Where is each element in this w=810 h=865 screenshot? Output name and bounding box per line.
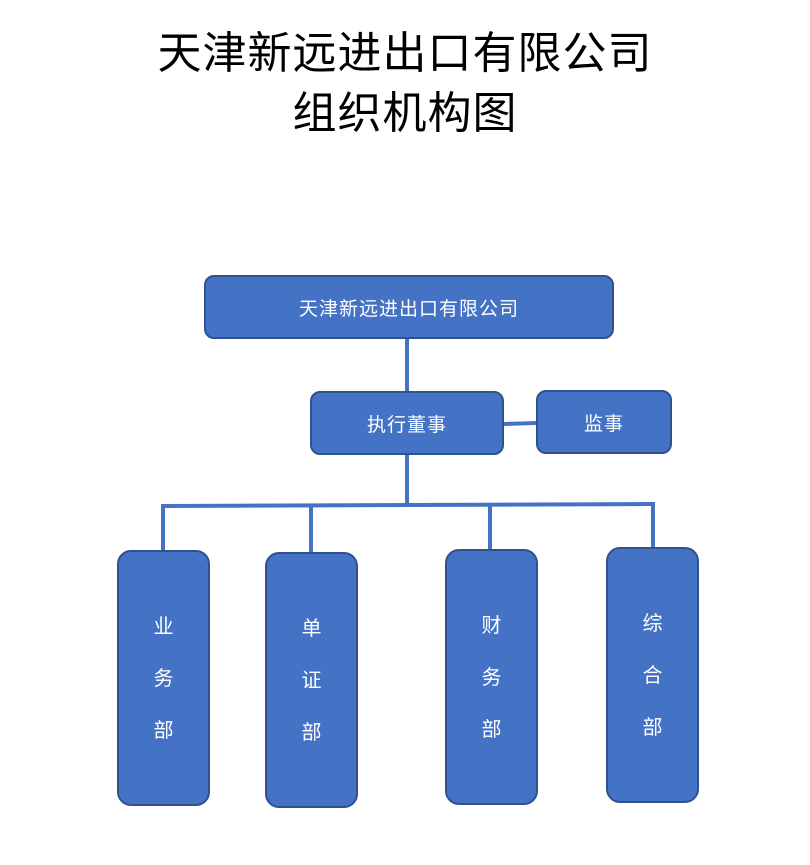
node-dept-documents-label: 单证部 (301, 616, 322, 744)
node-dept-general: 综合部 (606, 547, 699, 803)
node-dept-general-label: 综合部 (642, 611, 663, 739)
chart-title-line-1: 天津新远进出口有限公司 (157, 28, 653, 79)
connector-horizontal-bus (160, 501, 656, 509)
connector-director-supervisor (501, 420, 539, 427)
node-company-label: 天津新远进出口有限公司 (298, 297, 519, 320)
node-dept-finance-label: 财务部 (481, 613, 502, 741)
node-executive-director: 执行董事 (310, 391, 504, 455)
node-dept-business-label: 业务部 (153, 614, 174, 742)
node-executive-director-label: 执行董事 (366, 413, 447, 436)
chart-title-line-2: 组织机构图 (292, 88, 518, 139)
node-dept-business: 业务部 (117, 550, 210, 806)
node-dept-finance: 财务部 (445, 549, 538, 805)
node-company: 天津新远进出口有限公司 (204, 275, 614, 339)
node-supervisor-label: 监事 (583, 412, 624, 435)
node-supervisor: 监事 (536, 390, 672, 454)
node-dept-documents: 单证部 (265, 552, 358, 808)
